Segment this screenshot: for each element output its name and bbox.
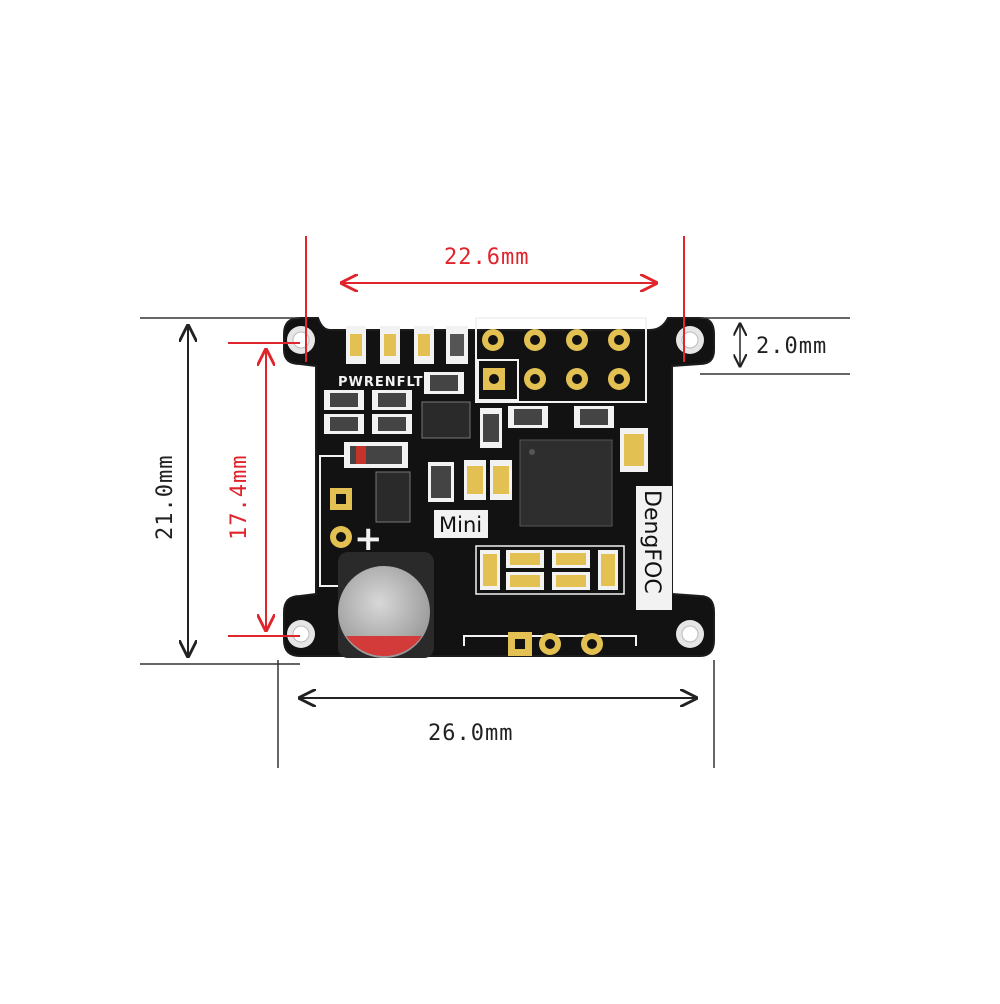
regulator — [375, 462, 454, 523]
electrolytic-capacitor — [338, 552, 434, 658]
mini-label-bg — [434, 510, 488, 538]
model-label: Mini — [439, 513, 482, 537]
dimension-label-board-height: 21.0mm — [153, 455, 178, 540]
pcb-board: PWRENFLT — [283, 317, 715, 658]
dimension-board-height: 21.0mm — [140, 317, 300, 665]
resistor-array — [475, 545, 625, 595]
dimension-label-hole-offset: 2.0mm — [756, 334, 827, 359]
diode — [344, 442, 408, 468]
dimension-label-hole-spacing: 17.4mm — [227, 455, 252, 540]
brand-label-bg — [636, 486, 672, 610]
mounting-hole-tr — [676, 326, 704, 354]
mounting-hole-tl — [287, 326, 315, 354]
dimension-hole-offset: 2.0mm — [700, 317, 850, 375]
pin-header — [475, 317, 647, 403]
passive-components-left — [324, 372, 614, 448]
dimension-header-pitch: 22.6mm — [305, 236, 685, 362]
motor-connector — [463, 632, 637, 656]
mounting-hole-br — [676, 620, 704, 648]
dimension-hole-spacing: 17.4mm — [227, 342, 300, 637]
dimension-label-board-width: 26.0mm — [428, 721, 513, 746]
status-leds — [346, 326, 468, 364]
dimension-board-width: 26.0mm — [277, 660, 715, 768]
mounting-hole-bl — [287, 620, 315, 648]
dimension-label-header-pitch: 22.6mm — [444, 245, 529, 270]
brand-label: DengFOC — [639, 490, 664, 594]
mcu-chip — [519, 439, 613, 527]
caps-near-mcu — [464, 428, 648, 500]
led-labels: PWRENFLT — [338, 375, 424, 390]
